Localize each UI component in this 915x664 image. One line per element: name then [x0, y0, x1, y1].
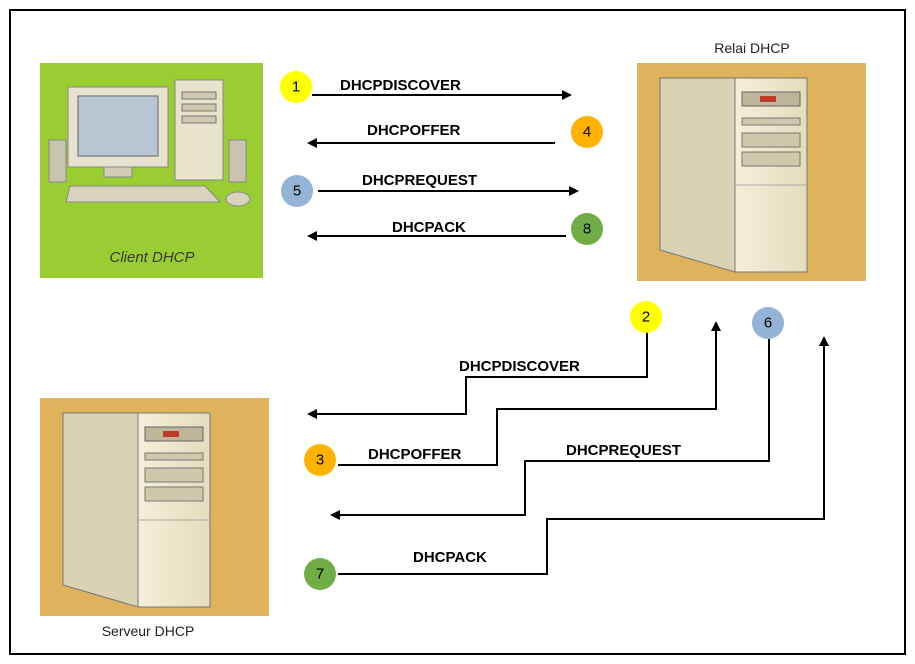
message-label-2: DHCPDISCOVER	[459, 358, 580, 375]
server-node: Serveur DHCP	[40, 398, 269, 639]
step-badge-7	[304, 558, 336, 590]
message-8-dhcpack: 8 DHCPACK	[307, 213, 603, 245]
arrow-7	[338, 336, 829, 575]
step-number-4: 4	[583, 124, 591, 141]
step-number-2: 2	[642, 309, 650, 326]
step-badge-6	[752, 307, 784, 339]
step-number-3: 3	[316, 452, 324, 469]
message-6-dhcprequest: 6 DHCPREQUEST	[330, 307, 784, 520]
message-3-dhcpoffer: 3 DHCPOFFER	[304, 321, 721, 476]
step-number-8: 8	[583, 221, 591, 238]
client-computer-icon	[48, 79, 251, 207]
message-1-dhcpdiscover: 1 DHCPDISCOVER	[280, 71, 572, 103]
relay-server-icon	[659, 77, 808, 273]
message-label-7: DHCPACK	[413, 549, 487, 566]
message-2-dhcpdiscover: 2 DHCPDISCOVER	[307, 301, 662, 419]
message-label-8: DHCPACK	[392, 219, 466, 236]
server-label: Serveur DHCP	[102, 623, 195, 639]
step-badge-8	[571, 213, 603, 245]
client-label: Client DHCP	[109, 249, 194, 266]
step-number-6: 6	[764, 315, 772, 332]
message-label-3: DHCPOFFER	[368, 446, 462, 463]
message-7-dhcpack: 7 DHCPACK	[304, 336, 829, 590]
relay-label: Relai DHCP	[714, 40, 789, 56]
message-5-dhcprequest: 5 DHCPREQUEST	[281, 172, 579, 207]
step-badge-3	[304, 444, 336, 476]
message-label-6: DHCPREQUEST	[566, 442, 681, 459]
step-number-1: 1	[292, 79, 300, 96]
client-node: Client DHCP	[40, 63, 263, 278]
message-4-dhcpoffer: 4 DHCPOFFER	[307, 116, 603, 148]
step-number-5: 5	[293, 183, 301, 200]
message-label-4: DHCPOFFER	[367, 122, 461, 139]
message-label-1: DHCPDISCOVER	[340, 77, 461, 94]
step-badge-1	[280, 71, 312, 103]
message-label-5: DHCPREQUEST	[362, 172, 477, 189]
arrow-3	[338, 321, 721, 466]
step-badge-4	[571, 116, 603, 148]
arrow-2	[307, 330, 648, 419]
relay-node: Relai DHCP	[637, 40, 866, 281]
step-number-7: 7	[316, 566, 324, 583]
step-badge-5	[281, 175, 313, 207]
server-computer-icon	[62, 412, 211, 608]
step-badge-2	[630, 301, 662, 333]
arrow-6	[330, 339, 770, 520]
